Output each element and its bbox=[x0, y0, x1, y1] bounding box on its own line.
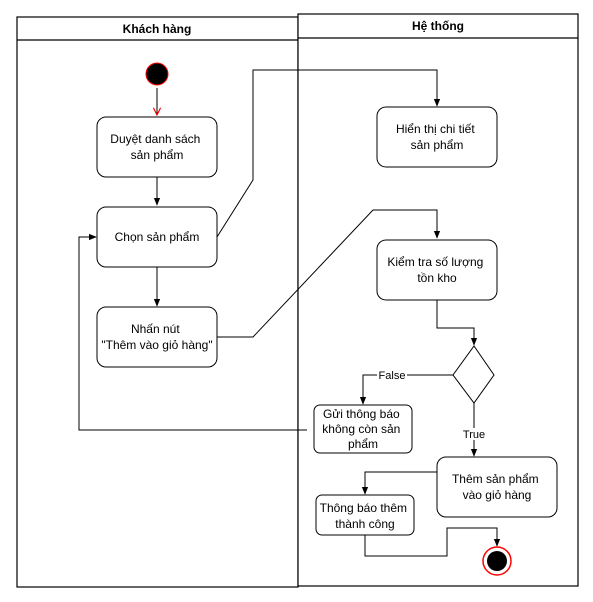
edge-check-decision bbox=[436, 300, 478, 346]
edge-success-end bbox=[364, 527, 501, 557]
activity-check-stock: Kiểm tra số lượng tồn kho bbox=[376, 239, 498, 301]
activity-click-add: Nhấn nút "Thêm vào giỏ hàng" bbox=[96, 306, 218, 368]
edges bbox=[78, 69, 501, 557]
decision-node bbox=[452, 345, 495, 404]
activity-out-of-stock: Gửi thông báo không còn sản phẩm bbox=[313, 404, 413, 454]
svg-text:Duyệt danh sách sản phẩm: Duyệt danh sách sản phẩm bbox=[110, 132, 203, 162]
svg-text:Chọn sản phẩm: Chọn sản phẩm bbox=[115, 230, 200, 244]
edge-label-false: False bbox=[377, 369, 407, 382]
activity-select: Chọn sản phẩm bbox=[96, 206, 218, 268]
svg-text:Kiểm tra số lượng tồn kh: Kiểm tra số lượng tồn kho bbox=[387, 255, 486, 285]
activity-success: Thông báo thêm thành công bbox=[315, 494, 415, 536]
svg-text:Gửi thông báo không còn: Gửi thông báo không còn sản phẩm bbox=[322, 407, 403, 451]
activity-add-to-cart: Thêm sản phẩm vào giỏ hàng bbox=[436, 456, 558, 518]
edge-decision-false bbox=[359, 374, 453, 405]
svg-text:True: True bbox=[463, 429, 485, 441]
start-node bbox=[145, 62, 169, 86]
edge-click-check bbox=[217, 209, 441, 338]
svg-text:Nhấn nút "Thêm vào giỏ h: Nhấn nút "Thêm vào giỏ hàng" bbox=[101, 322, 212, 352]
end-node bbox=[482, 546, 512, 576]
edge-select-detail bbox=[216, 69, 441, 238]
edge-outofstock-select bbox=[78, 233, 307, 431]
svg-text:False: False bbox=[379, 370, 406, 382]
svg-text:Hiển thị chi tiết sản ph: Hiển thị chi tiết sản phẩm bbox=[396, 122, 478, 152]
lane-title-system: Hệ thống bbox=[412, 19, 464, 33]
edge-add-success bbox=[361, 471, 437, 495]
svg-text:Thông báo thêm thành côn: Thông báo thêm thành công bbox=[320, 501, 411, 531]
activity-show-detail: Hiển thị chi tiết sản phẩm bbox=[376, 106, 498, 168]
svg-text:Thêm sản phẩm vào giỏ hà: Thêm sản phẩm vào giỏ hàng bbox=[452, 472, 542, 502]
activity-browse: Duyệt danh sách sản phẩm bbox=[96, 116, 218, 178]
edge-label-true: True bbox=[460, 428, 488, 441]
lane-title-customer: Khách hàng bbox=[123, 22, 192, 36]
